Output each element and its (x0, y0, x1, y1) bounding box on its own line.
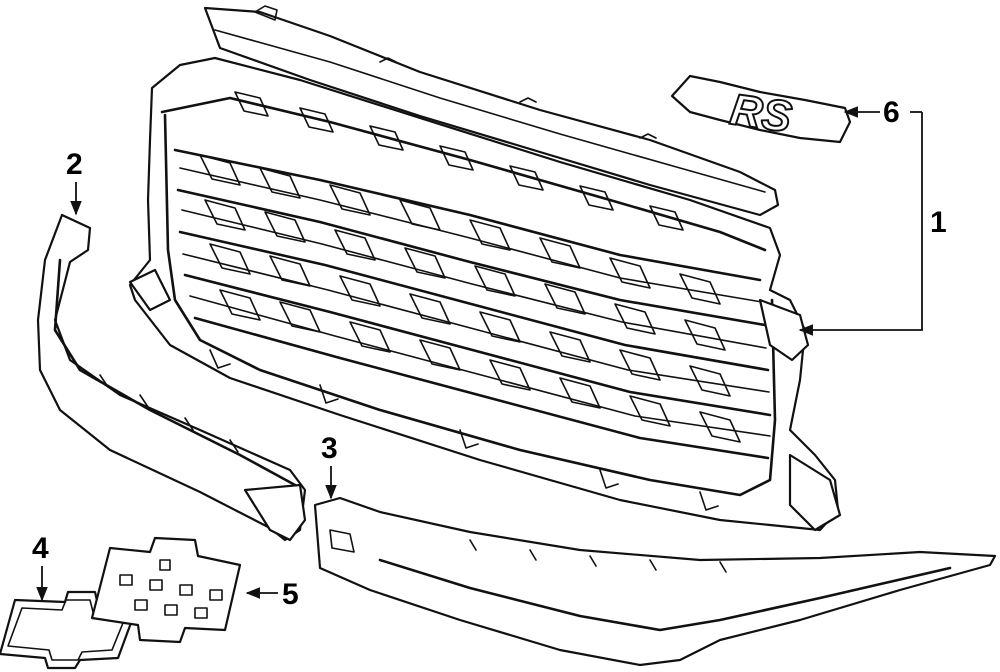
lower-molding-left (36, 213, 307, 542)
callout-5: 5 (282, 578, 299, 611)
emblem-bracket (90, 536, 242, 644)
rs-emblem: RS (670, 74, 852, 144)
lower-molding-right (313, 496, 997, 667)
callout-3: 3 (321, 432, 338, 465)
grille-cells (199, 91, 741, 443)
grille-assembly (128, 5, 842, 532)
rs-emblem-text: RS (727, 85, 794, 142)
callouts: 1 6 2 3 4 5 (32, 96, 947, 611)
callout-2: 2 (66, 148, 83, 181)
callout-6: 6 (883, 96, 900, 129)
callout-1: 1 (930, 206, 947, 239)
callout-4: 4 (32, 532, 49, 565)
